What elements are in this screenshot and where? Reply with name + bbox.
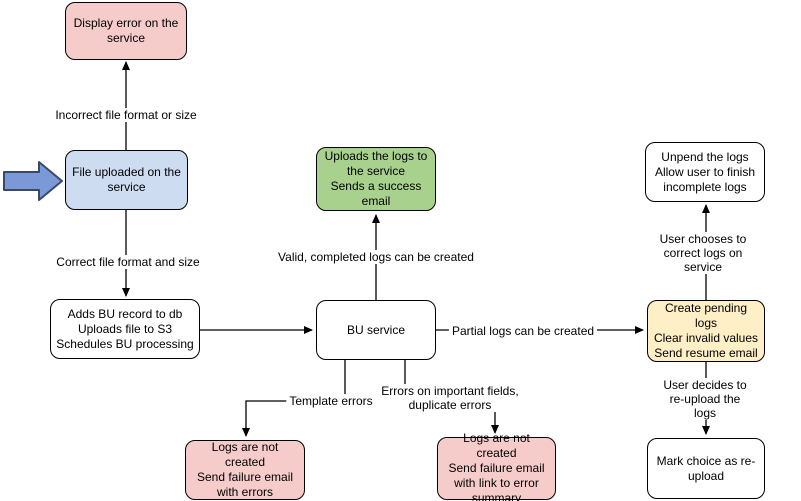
- edge-label-user-reuploads: User decides to re-upload the logs: [657, 378, 753, 420]
- node-fail-template-errors: Logs are not created Send failure email …: [185, 440, 305, 500]
- edge-label-valid-logs: Valid, completed logs can be created: [275, 250, 477, 264]
- edge-label-template-errors: Template errors: [286, 394, 376, 408]
- edge-label-important-field-errors: Errors on important fields, duplicate er…: [378, 384, 522, 412]
- edge-label-user-corrects: User chooses to correct logs on service: [654, 232, 752, 274]
- node-fail-field-errors: Logs are not created Send failure email …: [437, 431, 556, 501]
- node-upload-success: Uploads the logs to the service Sends a …: [316, 147, 436, 211]
- node-file-uploaded: File uploaded on the service: [65, 150, 188, 210]
- edge-label-incorrect-file: Incorrect file format or size: [52, 108, 200, 122]
- entry-arrow-icon: [3, 161, 63, 201]
- node-create-pending-logs: Create pending logs Clear invalid values…: [647, 300, 765, 362]
- edge-label-partial-logs: Partial logs can be created: [448, 324, 598, 338]
- node-bu-service: BU service: [316, 300, 436, 360]
- node-adds-bu-record: Adds BU record to db Uploads file to S3 …: [50, 299, 200, 359]
- node-unpend-logs: Unpend the logs Allow user to finish inc…: [645, 142, 765, 202]
- edge-label-correct-file: Correct file format and size: [53, 255, 203, 269]
- node-mark-reupload: Mark choice as re- upload: [647, 438, 765, 499]
- node-display-error: Display error on the service: [65, 2, 187, 60]
